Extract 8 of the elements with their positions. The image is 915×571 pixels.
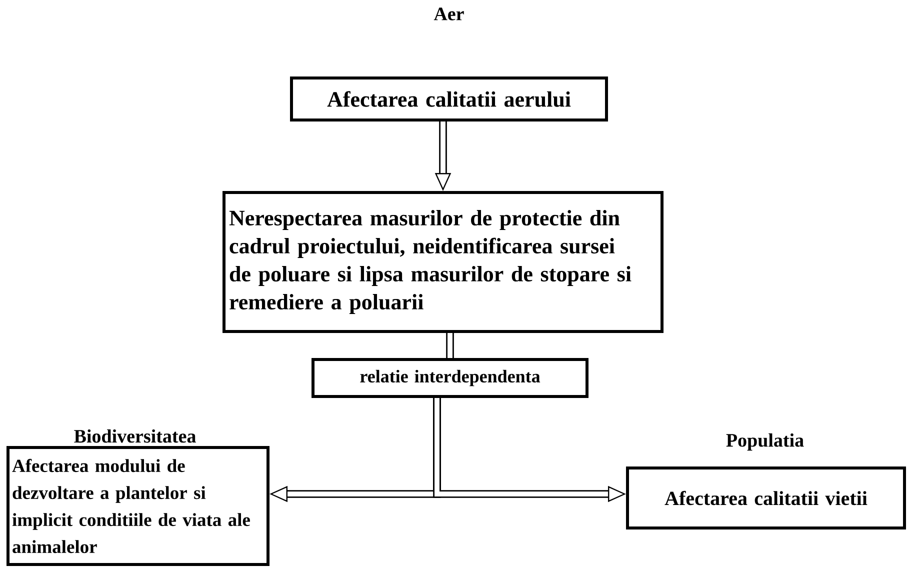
text-box: Afectarea calitatii aerului <box>290 76 608 122</box>
text-box: Afectarea calitatii vietii <box>626 466 906 530</box>
heading: Aer <box>434 8 464 20</box>
text-box: Nerespectarea masurilor de protectie din cadrul proiectului, neidentificarea sursei de poluare si lipsa masurilor de stopare si remediere a poluarii <box>222 191 664 333</box>
text-box: Afectarea modului de dezvoltare a plantelor si implicit conditiile de viata ale animalelor <box>6 446 270 566</box>
heading: Biodiversitatea <box>74 429 196 443</box>
heading: Populatia <box>726 433 804 451</box>
text-box: relatie interdependenta <box>312 358 588 398</box>
